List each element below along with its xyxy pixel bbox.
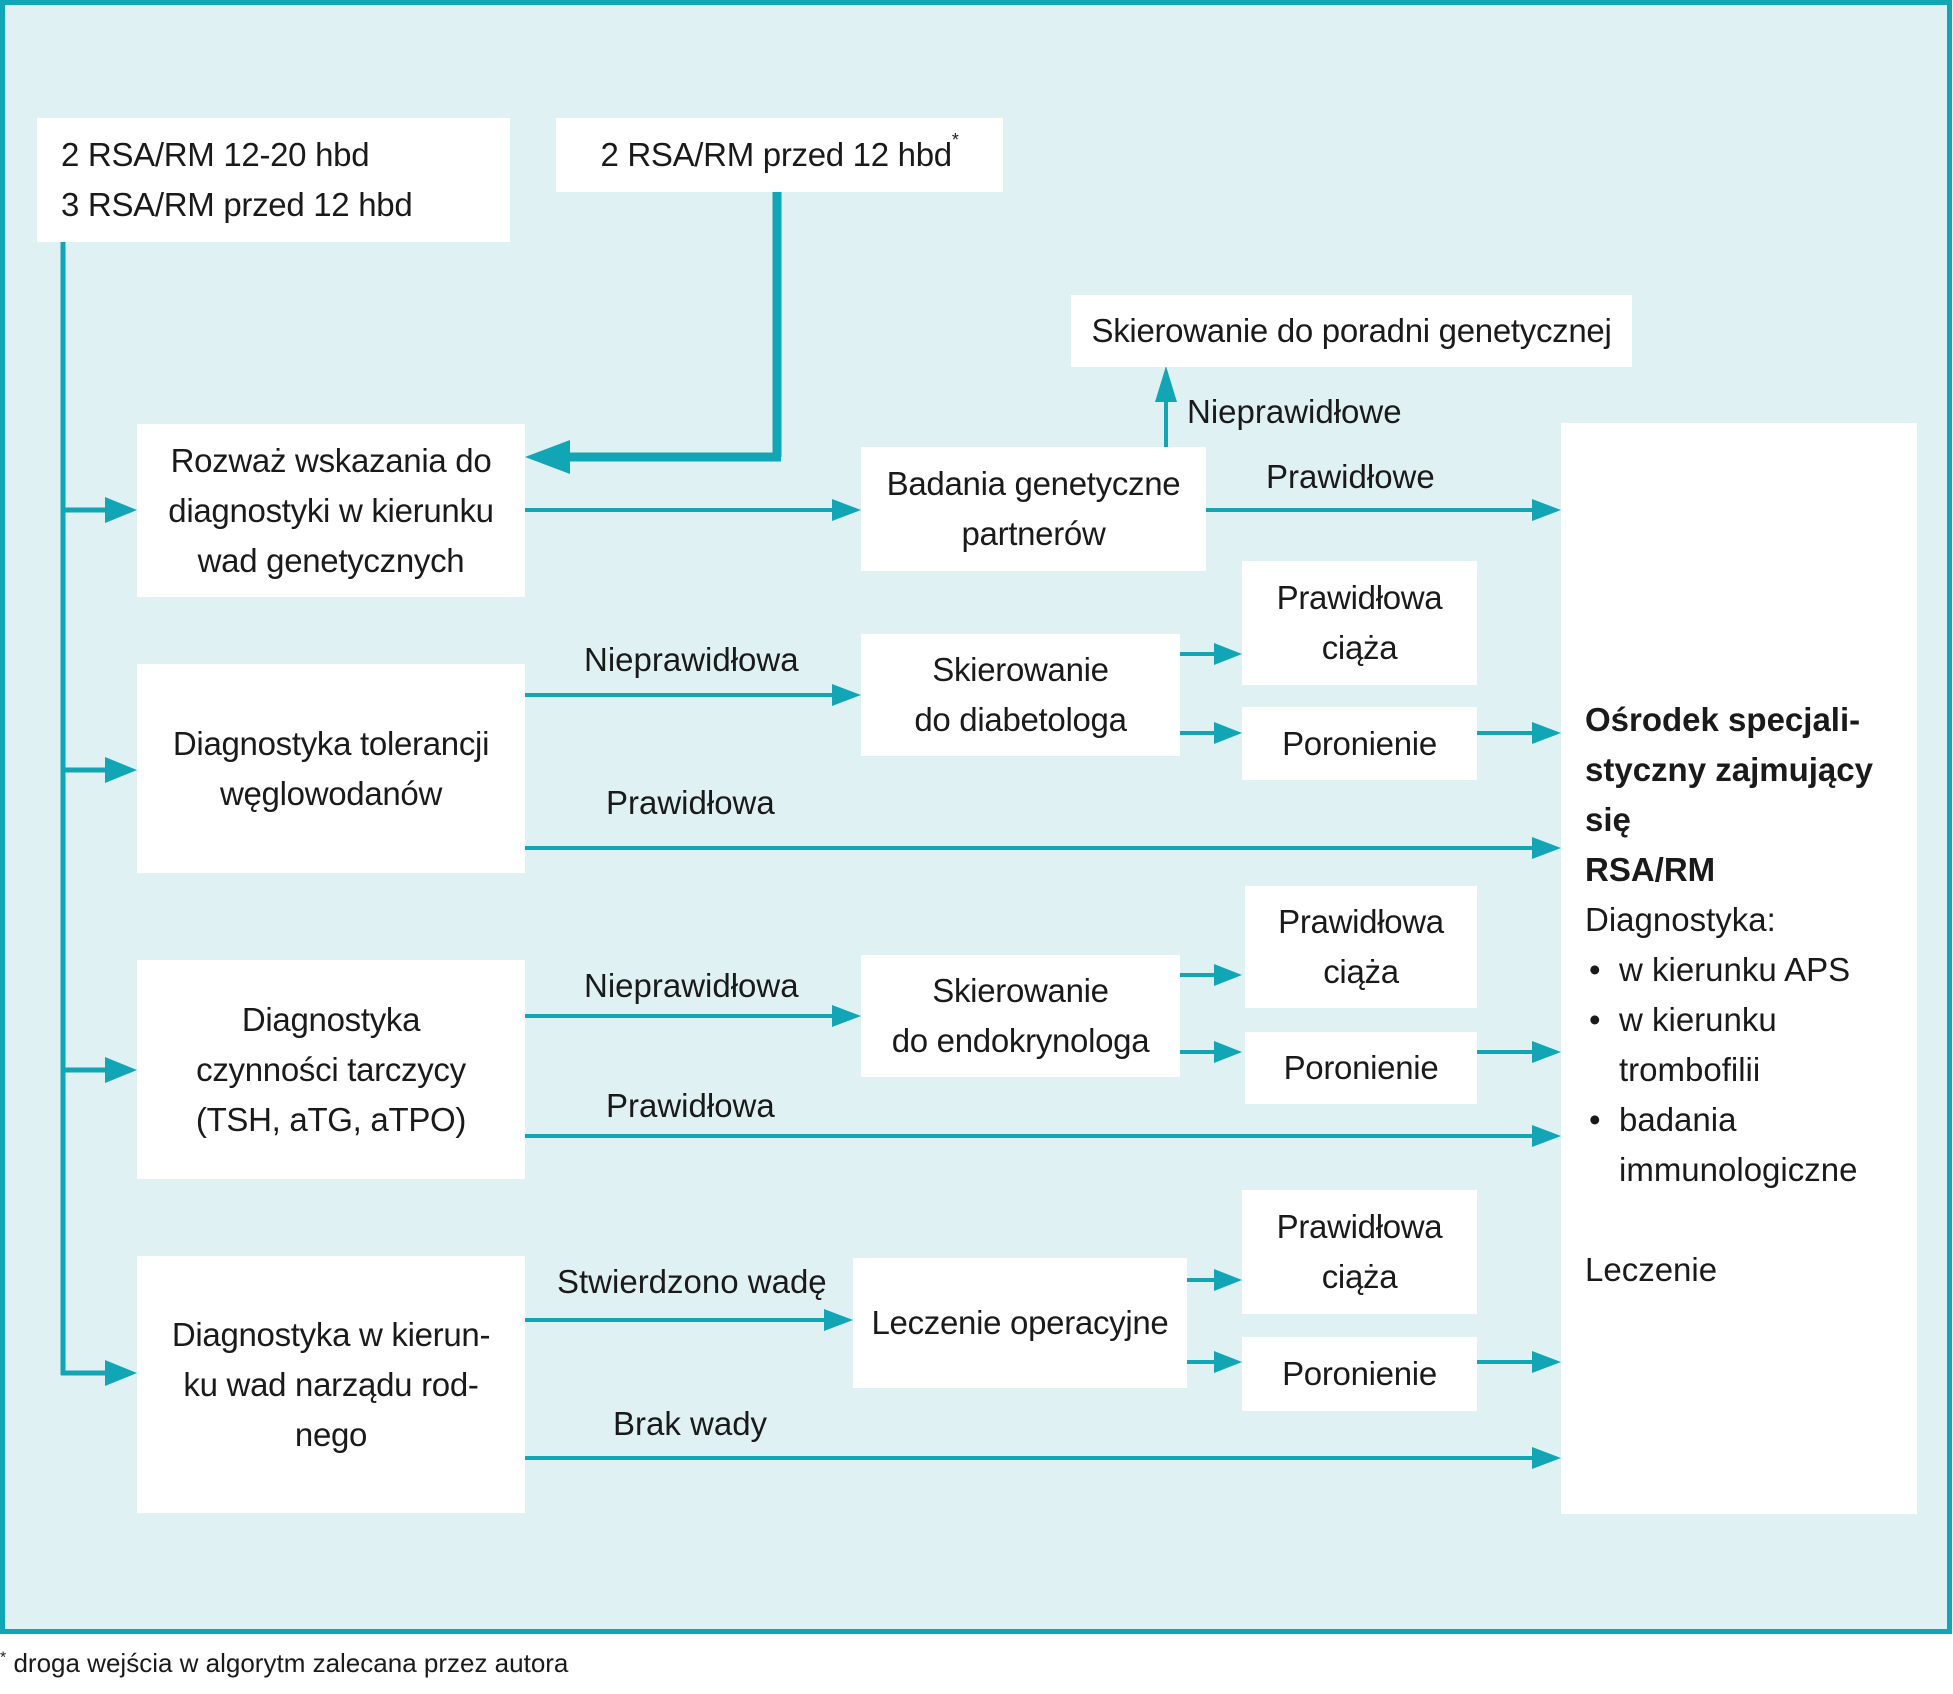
box-line: Skierowanie do poradni genetycznej [1091,312,1612,349]
outcome-normal-pregnancy-box: Prawidłowa ciąża [1245,886,1477,1008]
list-item: w kierunku trombofilii [1585,995,1917,1095]
outcome-miscarriage-box: Poronienie [1242,707,1477,780]
box-line: ku wad narządu rod- [183,1365,479,1403]
label-abnormal: Nieprawidłowa [584,967,799,1004]
genetic-referral-box: Skierowanie do poradni genetycznej [1071,295,1632,367]
consider-genetic-box: Rozważ wskazania do diagnostyki w kierun… [137,424,525,597]
box-line: diagnostyki w kierunku [168,491,494,529]
outcome-normal-pregnancy-box: Prawidłowa ciąża [1242,561,1477,685]
box-line: Diagnostyka tolerancji [172,724,490,762]
box-line: ciąża [1321,629,1398,666]
box-line: Prawidłowa [1276,1208,1443,1245]
box-line: Poronienie [1282,1355,1437,1392]
label-normal: Prawidłowa [606,784,775,821]
uterine-defects-box: Diagnostyka w kierun- ku wad narządu rod… [137,1256,525,1513]
box-line: partnerów [961,515,1106,552]
centre-title-line: styczny zajmujący się [1585,751,1873,838]
list-item: w kierunku APS [1585,945,1917,995]
label-no-defect: Brak wady [613,1405,768,1442]
box-line: Rozważ wskazania do [170,441,492,479]
label-defect-found: Stwierdzono wadę [557,1263,827,1300]
box-line: nego [294,1415,368,1453]
specialist-centre-box: Ośrodek specjali- styczny zajmujący się … [1561,423,1917,1514]
surgical-treatment-box: Leczenie operacyjne [853,1258,1187,1388]
centre-title-line: Ośrodek specjali- [1585,701,1861,738]
entry-box-late-losses: 2 RSA/RM 12-20 hbd 3 RSA/RM przed 12 hbd [37,118,510,242]
list-item-line: w kierunku [1619,1001,1777,1038]
list-item-line: w kierunku APS [1619,951,1851,988]
footnote-text: droga wejścia w algorytm zalecana przez … [6,1648,569,1678]
label-normal: Prawidłowe [1266,458,1435,495]
entry-box-early-losses: 2 RSA/RM przed 12 hbd* [556,118,1003,192]
box-line: ciąża [1323,953,1399,990]
label-abnormal: Nieprawidłowa [584,641,799,678]
box-line: węglowodanów [219,774,443,812]
box-line: ciąża [1321,1258,1398,1295]
genetic-tests-box: Badania genetyczne partnerów [861,447,1206,571]
centre-diagnostics-label: Diagnostyka: [1585,901,1776,938]
box-line: Leczenie operacyjne [871,1304,1169,1341]
box-line: Diagnostyka [241,1000,421,1038]
list-item: badania immunologiczne [1585,1095,1917,1195]
label-abnormal: Nieprawidłowe [1187,393,1402,430]
centre-title-line: RSA/RM [1585,851,1716,888]
entry-right-text-wrap: 2 RSA/RM przed 12 hbd* [600,130,958,180]
box-line: Skierowanie [932,972,1109,1009]
endocrinologist-referral-box: Skierowanie do endokrynologa [861,955,1180,1077]
footnote: * droga wejścia w algorytm zalecana prze… [0,1648,568,1679]
box-line: Diagnostyka w kierun- [171,1315,491,1353]
thyroid-function-box: Diagnostyka czynności tarczycy (TSH, aTG… [137,960,525,1179]
list-item-line: trombofilii [1619,1051,1761,1088]
entry-line: 3 RSA/RM przed 12 hbd [61,186,413,223]
entry-right-text: 2 RSA/RM przed 12 hbd [600,136,952,173]
entry-line: 2 RSA/RM 12-20 hbd [61,136,370,173]
box-line: wad genetycznych [197,541,465,579]
box-line: Skierowanie [932,651,1109,688]
box-line: (TSH, aTG, aTPO) [195,1100,467,1138]
box-line: do diabetologa [914,701,1127,738]
list-item-line: badania [1619,1101,1737,1138]
label-normal: Prawidłowa [606,1087,775,1124]
box-line: Poronienie [1282,724,1437,762]
box-line: Poronienie [1283,1049,1439,1086]
box-line: Badania genetyczne [886,465,1181,502]
diabetologist-referral-box: Skierowanie do diabetologa [861,634,1180,756]
glucose-tolerance-box: Diagnostyka tolerancji węglowodanów [137,664,525,873]
outcome-miscarriage-box: Poronienie [1245,1032,1477,1104]
box-line: Prawidłowa [1278,903,1444,940]
centre-diagnostics-list: w kierunku APS w kierunku trombofilii bad… [1585,945,1917,1195]
box-line: czynności tarczycy [196,1050,466,1088]
outcome-miscarriage-box: Poronienie [1242,1337,1477,1411]
box-line: Prawidłowa [1276,579,1443,616]
list-item-line: immunologiczne [1619,1151,1858,1188]
footnote-mark: * [0,1649,7,1667]
centre-treatment-label: Leczenie [1585,1251,1718,1288]
footnote-mark: * [951,130,959,150]
box-line: do endokrynologa [891,1022,1150,1059]
outcome-normal-pregnancy-box: Prawidłowa ciąża [1242,1190,1477,1314]
